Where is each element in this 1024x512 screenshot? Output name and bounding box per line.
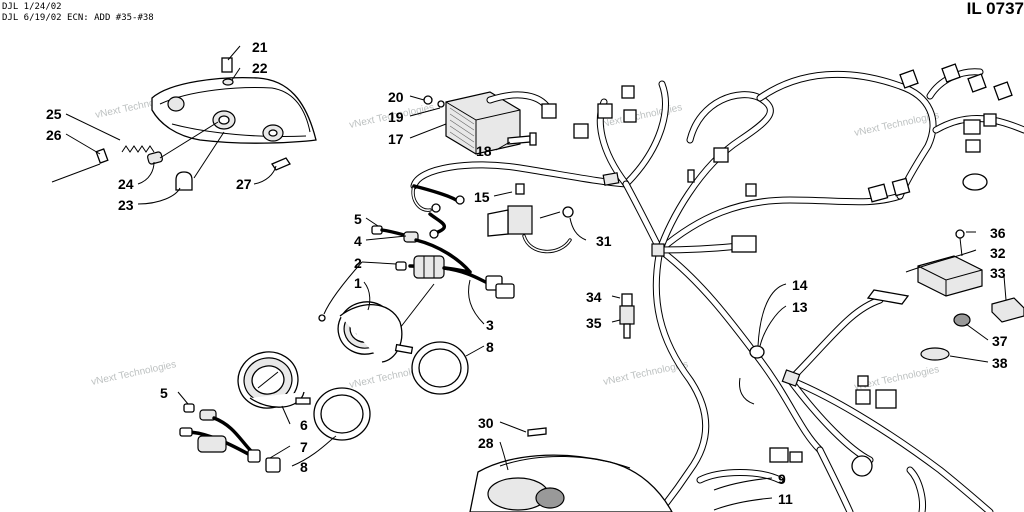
- callout-4: 4: [354, 233, 362, 249]
- harness-connectors: [411, 63, 1013, 477]
- callout-38: 38: [992, 355, 1008, 371]
- module-assembly: [917, 229, 1024, 361]
- harness-tie-group: [602, 172, 801, 387]
- clip-part: [221, 57, 233, 73]
- callout-5-upper: 5: [354, 211, 362, 227]
- bezel-lower: [313, 387, 371, 441]
- callout-13: 13: [792, 299, 808, 315]
- callout-11: 11: [778, 491, 793, 507]
- callout-5-lower: 5: [160, 385, 168, 401]
- regulator-assembly: [423, 91, 537, 155]
- revision-note-2: DJL 6/19/02 ECN: ADD #35-#38: [2, 13, 154, 23]
- callout-9: 9: [778, 471, 786, 487]
- bolt-part: [507, 135, 531, 145]
- washer-part: [423, 95, 433, 105]
- callout-15: 15: [474, 189, 490, 205]
- callout-3: 3: [486, 317, 494, 333]
- callout-8-lower: 8: [300, 459, 308, 475]
- main-wire-harness: [410, 68, 1024, 512]
- hood-panel: [469, 427, 673, 512]
- leader-lines: [65, 45, 1007, 511]
- watermark: vNext Technologies: [90, 359, 177, 388]
- callout-2: 2: [354, 255, 362, 271]
- callout-26: 26: [46, 127, 62, 143]
- sensor-part: [619, 293, 635, 339]
- callout-30: 30: [478, 415, 494, 431]
- gauge-pigtail-lower: [179, 403, 281, 473]
- callout-18: 18: [476, 143, 492, 159]
- band-part: [962, 173, 988, 191]
- callout-37: 37: [992, 333, 1008, 349]
- callout-34: 34: [586, 289, 602, 305]
- callout-8-upper: 8: [486, 339, 494, 355]
- callout-28: 28: [478, 435, 494, 451]
- callout-21: 21: [252, 39, 268, 55]
- bezel-upper: [411, 341, 469, 395]
- callout-36: 36: [990, 225, 1006, 241]
- callout-19: 19: [388, 109, 404, 125]
- gauge-pigtail-upper: [371, 225, 515, 329]
- callout-32: 32: [990, 245, 1006, 261]
- callout-22: 22: [252, 60, 268, 76]
- gauge-upper: [318, 301, 414, 363]
- fuse-holder: [487, 183, 574, 254]
- gauge-lower: [237, 351, 311, 409]
- revision-note-1: DJL 1/24/02: [2, 2, 62, 12]
- callout-31: 31: [596, 233, 612, 249]
- watermark: vNext Technologies: [853, 110, 940, 139]
- callout-20: 20: [388, 89, 404, 105]
- callout-25: 25: [46, 106, 62, 122]
- callout-7: 7: [300, 439, 308, 455]
- callout-23: 23: [118, 197, 134, 213]
- headlight-assembly: [51, 57, 317, 191]
- callout-labels: 21 22 25 26 24 23 27 20 19 17 18 15 31 5…: [46, 39, 1008, 507]
- grommet-13: [749, 345, 765, 359]
- socket-part: [175, 171, 193, 191]
- callout-24: 24: [118, 176, 134, 192]
- grommet-part: [222, 78, 234, 86]
- spring-part: [121, 145, 155, 153]
- illustration-number: IL 0737: [966, 0, 1024, 18]
- callout-35: 35: [586, 315, 602, 331]
- callout-1: 1: [354, 275, 362, 291]
- callout-6: 6: [300, 417, 308, 433]
- bulb-27-part: [271, 157, 291, 171]
- callout-33: 33: [990, 265, 1006, 281]
- callout-14: 14: [792, 277, 808, 293]
- bulb-part: [147, 151, 163, 165]
- callout-27: 27: [236, 176, 252, 192]
- callout-17: 17: [388, 131, 404, 147]
- nut-part: [437, 100, 445, 108]
